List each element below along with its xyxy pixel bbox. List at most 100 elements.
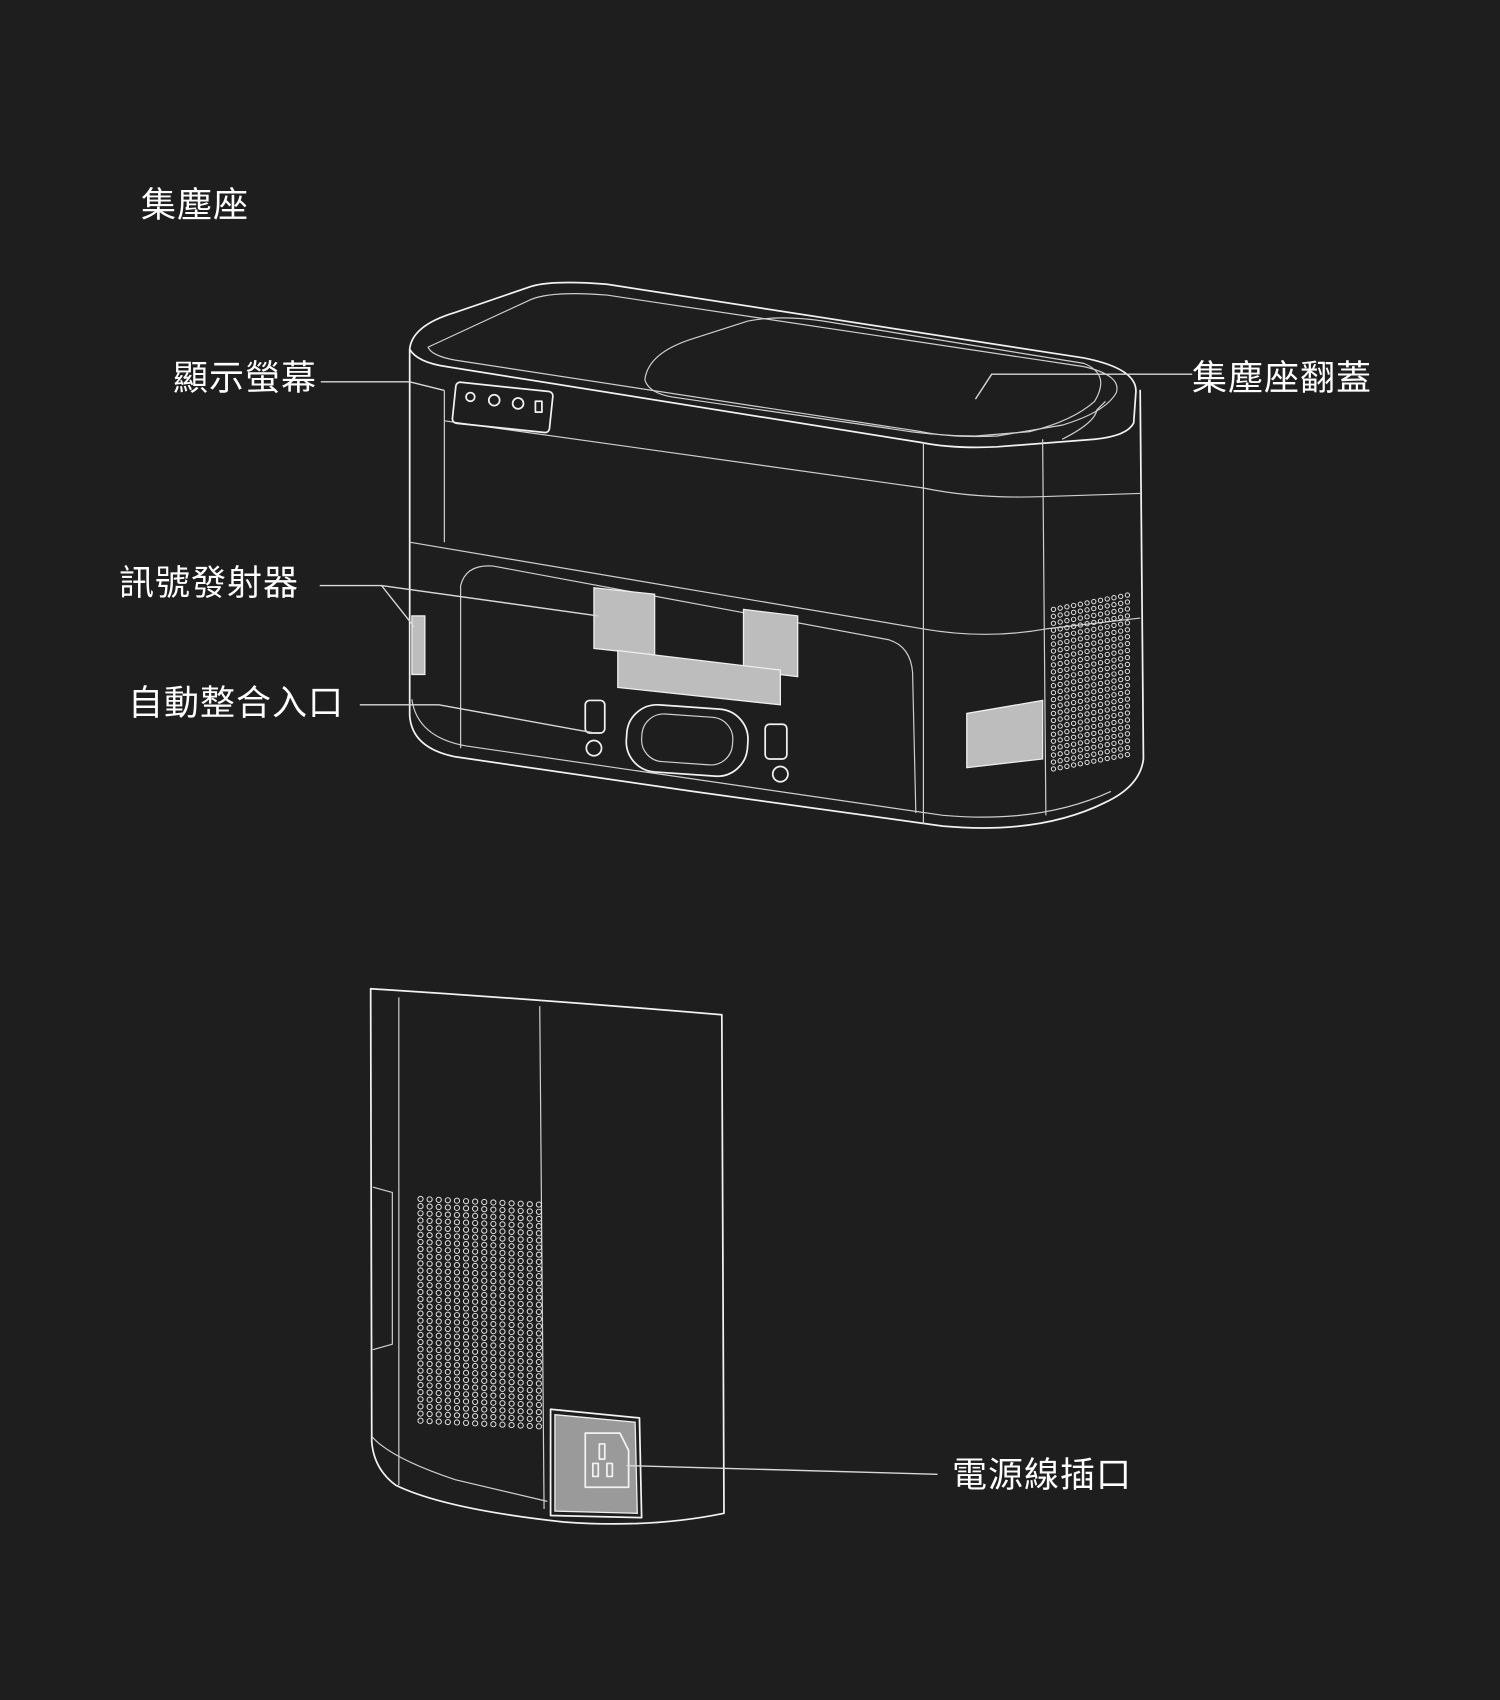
vent-hole: [444, 1290, 451, 1297]
vent-hole: [1057, 709, 1063, 715]
vent-hole: [444, 1347, 451, 1354]
vent-hole: [1111, 595, 1117, 601]
back-outline: [369, 987, 725, 1525]
vent-hole: [1097, 680, 1104, 687]
vent-hole: [508, 1343, 515, 1350]
vent-hole: [517, 1257, 524, 1265]
vent-hole: [1118, 753, 1124, 759]
vent-hole: [444, 1218, 451, 1225]
vent-hole: [1097, 729, 1104, 735]
vent-hole: [417, 1296, 424, 1303]
vent-hole: [1070, 679, 1077, 685]
vent-hole: [508, 1264, 515, 1271]
vent-hole: [1050, 676, 1057, 682]
vent-hole: [1097, 604, 1104, 610]
vent-hole: [1057, 619, 1063, 625]
vent-hole: [426, 1396, 433, 1403]
vent-hole: [417, 1360, 424, 1367]
vent-hole: [490, 1335, 497, 1342]
vent-hole: [517, 1207, 524, 1214]
vent-hole: [1118, 593, 1124, 600]
vent-hole: [1084, 738, 1090, 745]
vent-hole: [1124, 751, 1131, 758]
vent-hole: [508, 1214, 515, 1221]
vent-hole: [1077, 740, 1084, 746]
vent-hole: [1050, 752, 1057, 758]
vent-hole: [526, 1387, 533, 1394]
display-icon-2: [487, 393, 501, 407]
vent-hole: [535, 1215, 542, 1223]
vent-hole: [1070, 713, 1077, 720]
vent-hole: [1097, 597, 1104, 603]
vent-hole: [1118, 635, 1124, 641]
vent-hole: [526, 1286, 533, 1294]
vent-hole: [1097, 673, 1104, 680]
vent-hole: [462, 1212, 470, 1219]
vent-hole: [1091, 647, 1097, 653]
vent-hole: [535, 1301, 542, 1308]
vent-hole: [508, 1379, 515, 1386]
vent-hole: [453, 1405, 461, 1412]
vent-hole: [472, 1370, 479, 1377]
vent-hole: [481, 1334, 488, 1342]
vent-hole: [444, 1404, 451, 1411]
vent-hole: [1050, 689, 1057, 696]
vent-hole: [508, 1278, 515, 1286]
vent-hole: [1091, 661, 1097, 667]
vent-hole: [517, 1300, 524, 1307]
vent-hole: [517, 1350, 524, 1358]
vent-hole: [1118, 683, 1124, 690]
vent-hole: [1118, 676, 1124, 683]
vent-hole: [472, 1334, 479, 1341]
vent-hole: [426, 1203, 433, 1210]
vent-hole: [1084, 704, 1090, 710]
vent-hole: [1084, 759, 1090, 766]
vent-hole: [453, 1390, 461, 1397]
vent-hole: [1050, 703, 1057, 710]
vent-hole: [1124, 689, 1131, 695]
vent-hole: [435, 1361, 442, 1368]
vent-hole: [490, 1306, 497, 1313]
vent-hole: [499, 1278, 506, 1285]
vent-hole: [1070, 651, 1077, 657]
vent-hole: [526, 1236, 533, 1244]
vent-hole: [453, 1247, 461, 1254]
vent-hole: [481, 1320, 488, 1327]
vent-hole: [508, 1300, 515, 1307]
vent-hole: [435, 1375, 442, 1382]
vent-hole: [526, 1401, 533, 1408]
vent-hole: [526, 1201, 533, 1208]
vent-hole: [444, 1368, 451, 1376]
vent-hole: [1070, 748, 1077, 754]
vent-hole: [1070, 727, 1077, 734]
vent-hole: [453, 1347, 461, 1355]
vent-hole: [472, 1320, 479, 1327]
vent-hole: [1118, 704, 1124, 711]
vent-hole: [435, 1418, 442, 1425]
vent-hole: [481, 1220, 488, 1227]
vent-hole: [444, 1333, 451, 1340]
vent-hole: [490, 1413, 497, 1421]
vent-hole: [490, 1235, 497, 1242]
vent-hole: [1050, 738, 1057, 744]
vent-hole: [535, 1344, 542, 1351]
vent-hole: [1070, 616, 1077, 623]
vent-hole: [535, 1423, 542, 1430]
vent-hole: [426, 1232, 433, 1239]
vent-hole: [481, 1399, 488, 1406]
label-lid: 集塵座翻蓋: [1192, 359, 1373, 399]
vent-hole: [417, 1203, 424, 1210]
vent-hole: [453, 1276, 461, 1283]
vent-hole: [1124, 682, 1131, 688]
vent-hole: [462, 1269, 470, 1276]
vent-hole: [426, 1418, 433, 1425]
vent-hole: [535, 1394, 542, 1401]
vent-hole: [453, 1297, 461, 1304]
vent-hole: [435, 1354, 442, 1361]
vent-hole: [1091, 744, 1097, 750]
vent-hole: [1064, 708, 1070, 714]
vent-hole: [1091, 682, 1097, 688]
vent-hole: [1084, 641, 1090, 648]
vent-hole: [1077, 636, 1084, 642]
vent-hole: [1111, 615, 1117, 622]
